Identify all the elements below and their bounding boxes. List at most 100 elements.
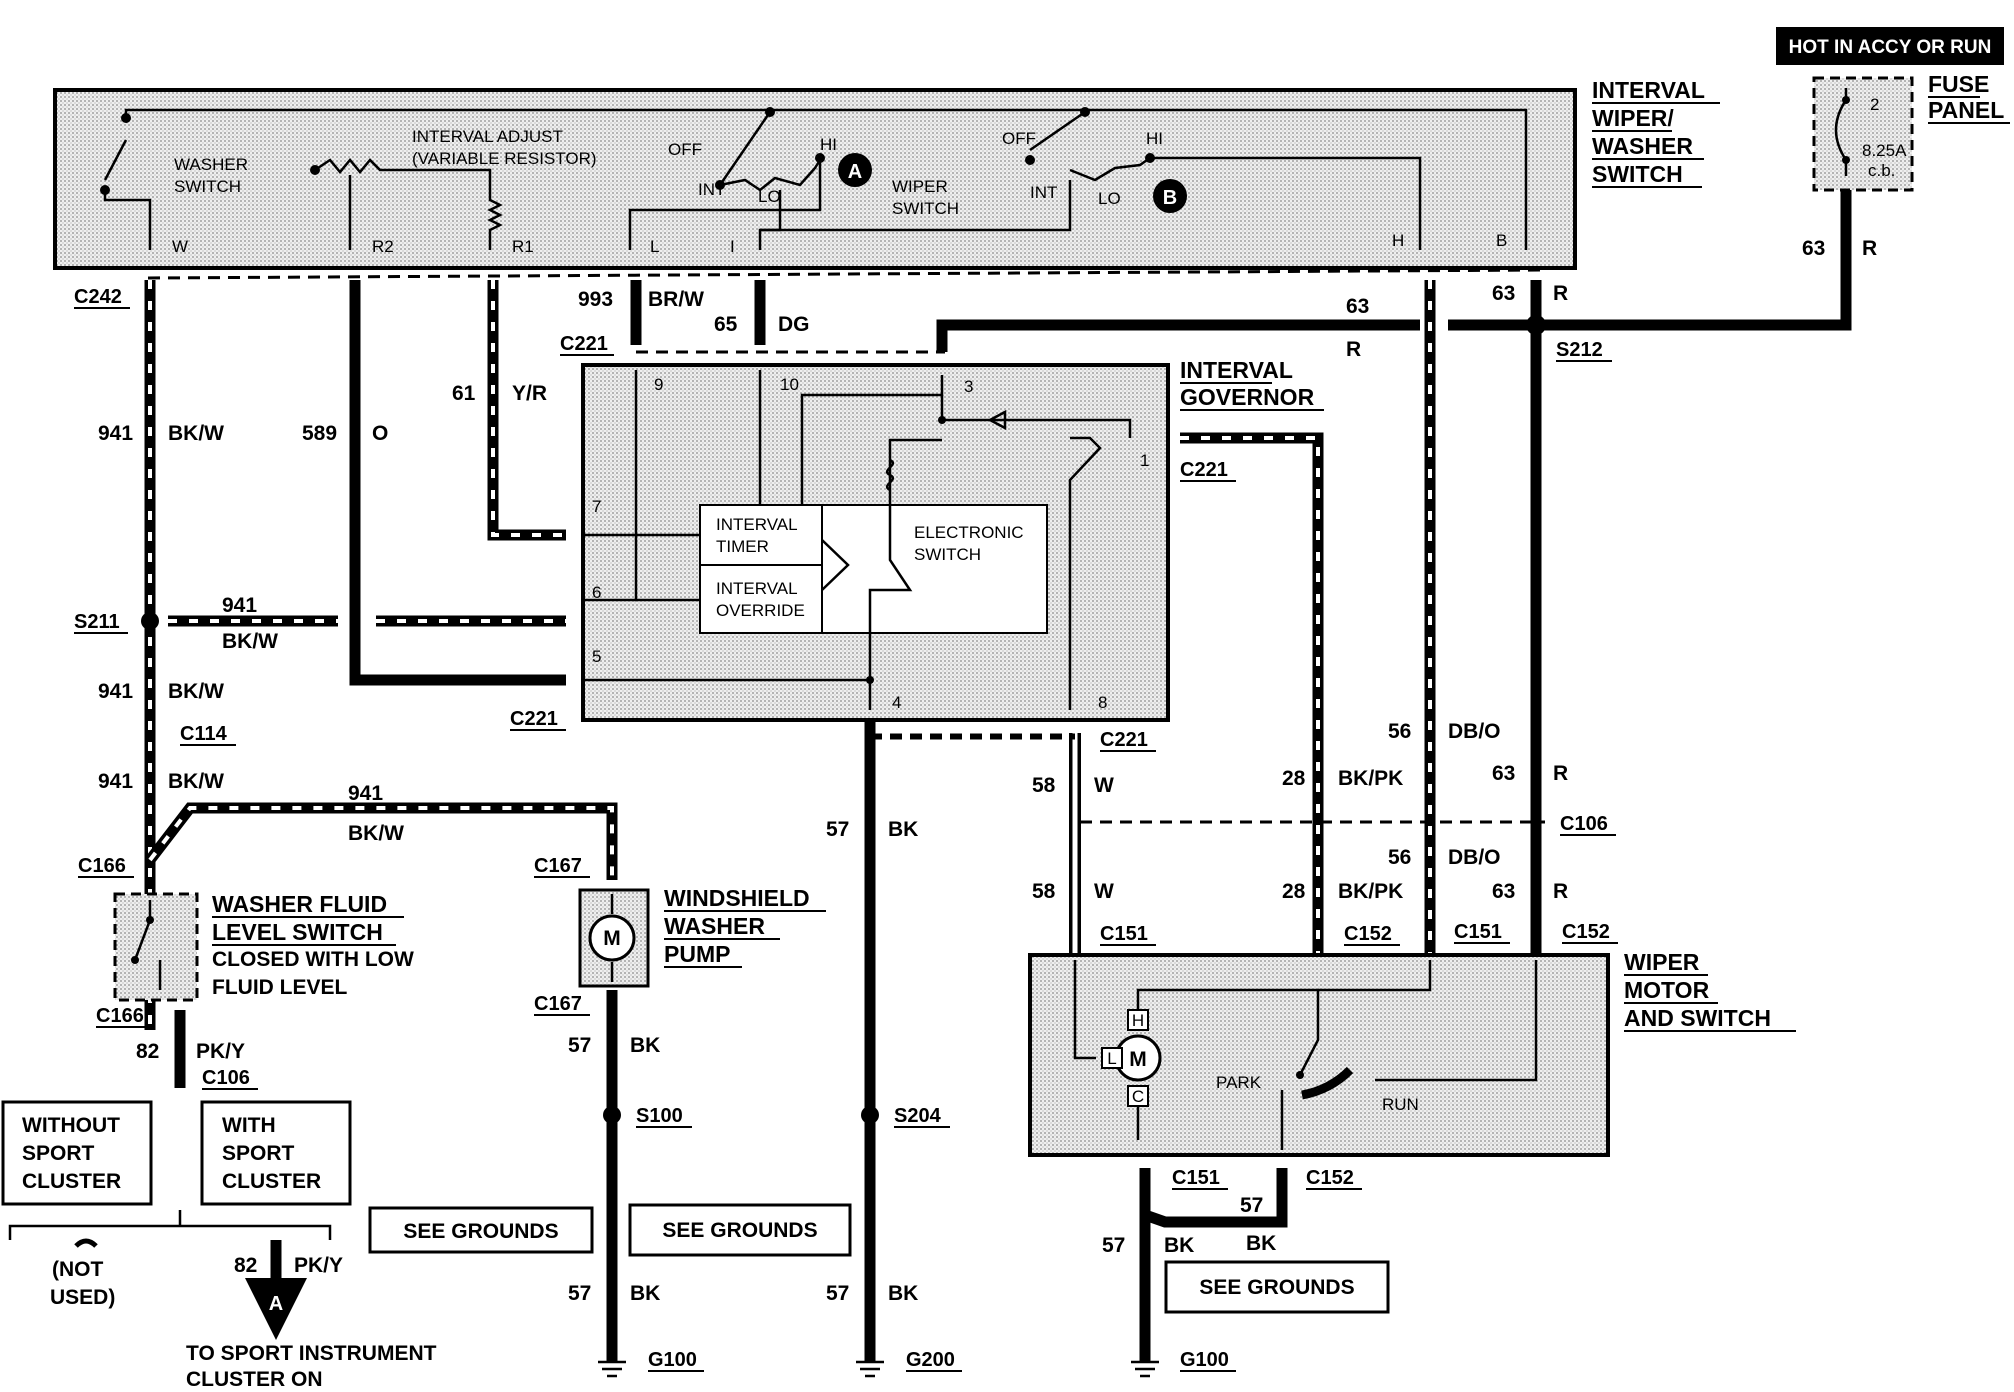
svg-text:C152: C152	[1344, 923, 1392, 945]
hot-label-box	[1776, 27, 2004, 65]
svg-text:M: M	[603, 927, 621, 950]
svg-text:57: 57	[826, 818, 849, 841]
svg-text:82: 82	[234, 1254, 257, 1277]
svg-text:56: 56	[1388, 720, 1411, 743]
svg-text:BK: BK	[1164, 1234, 1194, 1257]
svg-text:SEE GROUNDS: SEE GROUNDS	[1199, 1276, 1354, 1299]
option-without-sport[interactable]	[1, 1100, 153, 1206]
svg-text:C152: C152	[1306, 1167, 1354, 1189]
svg-text:C152: C152	[1562, 921, 1610, 943]
svg-text:1: 1	[1140, 451, 1149, 470]
svg-text:CLUSTER ON: CLUSTER ON	[186, 1368, 323, 1391]
svg-text:10: 10	[780, 375, 799, 394]
svg-text:S212: S212	[1556, 339, 1603, 361]
svg-text:H: H	[1132, 1011, 1144, 1030]
svg-text:941: 941	[98, 770, 133, 793]
svg-text:HI: HI	[1146, 129, 1163, 148]
svg-text:C151: C151	[1454, 921, 1502, 943]
see-grounds-3[interactable]	[1164, 1260, 1390, 1314]
svg-text:I: I	[730, 237, 735, 256]
svg-text:C221: C221	[1180, 459, 1228, 481]
svg-text:C114: C114	[180, 723, 228, 745]
svg-text:63: 63	[1492, 282, 1515, 305]
badge-b	[1153, 179, 1187, 213]
svg-text:O: O	[372, 422, 388, 445]
svg-text:RUN: RUN	[1382, 1095, 1419, 1114]
svg-text:C221: C221	[510, 708, 558, 730]
svg-text:H: H	[1392, 231, 1404, 250]
svg-text:SEE GROUNDS: SEE GROUNDS	[662, 1219, 817, 1242]
svg-text:TO SPORT INSTRUMENT: TO SPORT INSTRUMENT	[186, 1342, 437, 1365]
arrow-a-icon	[245, 1278, 307, 1340]
see-grounds-1[interactable]	[368, 1206, 594, 1254]
svg-text:INT: INT	[1030, 183, 1057, 202]
svg-text:HI: HI	[820, 135, 837, 154]
svg-text:ELECTRONIC: ELECTRONIC	[914, 523, 1024, 542]
svg-text:L: L	[650, 237, 659, 256]
svg-text:OFF: OFF	[668, 140, 702, 159]
svg-text:63: 63	[1802, 237, 1825, 260]
svg-text:941: 941	[222, 594, 257, 617]
see-grounds-2[interactable]	[628, 1203, 852, 1257]
svg-text:DG: DG	[778, 313, 810, 336]
interval-wiper-washer-switch	[53, 88, 1577, 270]
svg-text:WASHER: WASHER	[664, 913, 765, 939]
option-with-sport[interactable]	[200, 1100, 352, 1206]
svg-text:W: W	[172, 237, 188, 256]
svg-text:(NOT: (NOT	[52, 1258, 103, 1281]
interval-governor	[581, 363, 1170, 722]
svg-text:INT: INT	[698, 180, 725, 199]
svg-text:C: C	[1132, 1087, 1144, 1106]
svg-text:R: R	[1346, 338, 1361, 361]
svg-text:SEE GROUNDS: SEE GROUNDS	[403, 1220, 558, 1243]
svg-text:R: R	[1553, 282, 1568, 305]
svg-text:WASHER: WASHER	[1592, 133, 1693, 159]
svg-text:AND SWITCH: AND SWITCH	[1624, 1005, 1771, 1031]
svg-text:(VARIABLE RESISTOR): (VARIABLE RESISTOR)	[412, 149, 597, 168]
svg-text:C166: C166	[78, 855, 126, 877]
svg-text:GOVERNOR: GOVERNOR	[1180, 384, 1315, 410]
svg-text:G100: G100	[648, 1349, 697, 1371]
svg-text:5: 5	[592, 647, 601, 666]
svg-text:28: 28	[1282, 767, 1306, 790]
svg-text:61: 61	[452, 382, 476, 405]
svg-text:CLUSTER: CLUSTER	[222, 1170, 321, 1193]
svg-text:C167: C167	[534, 993, 582, 1015]
svg-text:3: 3	[964, 377, 973, 396]
svg-text:941: 941	[98, 680, 133, 703]
svg-text:BK/W: BK/W	[168, 770, 224, 793]
svg-text:SWITCH: SWITCH	[914, 545, 981, 564]
svg-text:82: 82	[136, 1040, 159, 1063]
svg-text:WITH: WITH	[222, 1114, 276, 1137]
svg-text:SPORT: SPORT	[222, 1142, 295, 1165]
splice-s211	[141, 612, 159, 630]
svg-text:63: 63	[1492, 762, 1515, 785]
svg-text:28: 28	[1282, 880, 1306, 903]
svg-text:INTERVAL ADJUST: INTERVAL ADJUST	[412, 127, 563, 146]
svg-text:57: 57	[826, 1282, 849, 1305]
svg-text:R: R	[1553, 880, 1568, 903]
svg-text:G200: G200	[906, 1349, 955, 1371]
svg-text:S100: S100	[636, 1105, 683, 1127]
svg-text:9: 9	[654, 375, 663, 394]
svg-text:DB/O: DB/O	[1448, 846, 1501, 869]
svg-text:USED): USED)	[50, 1286, 115, 1309]
svg-text:57: 57	[568, 1034, 591, 1057]
svg-text:56: 56	[1388, 846, 1411, 869]
svg-text:LO: LO	[1098, 189, 1121, 208]
fuse-panel-title: FUSE	[1928, 71, 1989, 97]
svg-text:OVERRIDE: OVERRIDE	[716, 601, 805, 620]
svg-text:LEVEL SWITCH: LEVEL SWITCH	[212, 919, 383, 945]
splice-s100	[603, 1106, 621, 1124]
svg-text:BK: BK	[1246, 1232, 1276, 1255]
svg-text:58: 58	[1032, 880, 1056, 903]
svg-text:BK/W: BK/W	[348, 822, 404, 845]
svg-text:R: R	[1862, 237, 1877, 260]
svg-text:57: 57	[1240, 1194, 1263, 1217]
svg-text:BK: BK	[888, 818, 918, 841]
svg-text:FLUID LEVEL: FLUID LEVEL	[212, 976, 348, 999]
svg-text:G100: G100	[1180, 1349, 1229, 1371]
svg-text:BK/PK: BK/PK	[1338, 767, 1403, 790]
washer-fluid-level-switch	[113, 892, 199, 1002]
svg-text:C221: C221	[560, 333, 608, 355]
